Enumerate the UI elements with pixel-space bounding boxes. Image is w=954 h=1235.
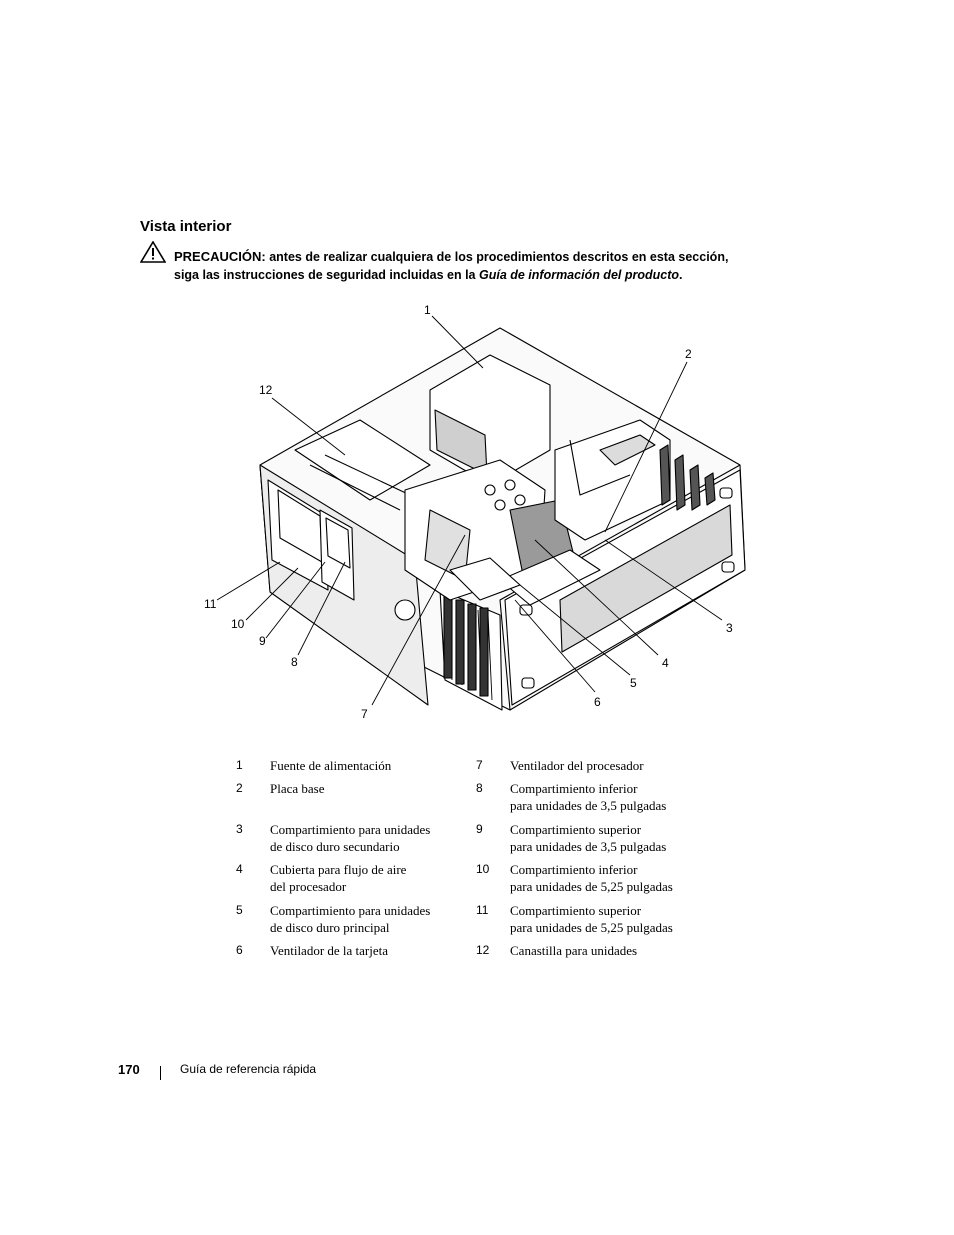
- legend-number: 1: [236, 758, 243, 772]
- callout-9: 9: [259, 634, 266, 648]
- callout-6: 6: [594, 695, 601, 709]
- callout-1: 1: [424, 303, 431, 317]
- callout-12: 12: [259, 383, 273, 397]
- caution-text: PRECAUCIÓN: antes de realizar cualquiera…: [174, 248, 754, 284]
- legend-label: Fuente de alimentación: [270, 758, 392, 773]
- page-number: 170: [118, 1062, 140, 1077]
- legend-number: 4: [236, 862, 243, 876]
- legend-number: 6: [236, 943, 243, 957]
- computer-interior-illustration: [216, 315, 746, 711]
- callout-10: 10: [231, 617, 245, 631]
- footer-separator: [160, 1066, 161, 1080]
- legend-number: 3: [236, 822, 243, 836]
- legend-label: Canastilla para unidades: [510, 943, 638, 958]
- legend-label: Compartimiento para unidades de disco du…: [270, 822, 431, 854]
- legend-label: Compartimiento superior para unidades de…: [510, 903, 673, 935]
- legend-number: 9: [476, 822, 483, 836]
- callout-7: 7: [361, 707, 368, 721]
- legend-number: 5: [236, 903, 243, 917]
- warning-triangle-icon: [140, 241, 166, 263]
- legend-label: Ventilador de la tarjeta: [270, 943, 389, 958]
- callout-11: 11: [204, 597, 217, 611]
- callout-8: 8: [291, 655, 298, 669]
- caution-line2: siga las instrucciones de seguridad incl…: [174, 268, 476, 282]
- caution-label: PRECAUCIÓN:: [174, 249, 266, 264]
- legend-number: 2: [236, 781, 243, 795]
- legend-label: Ventilador del procesador: [510, 758, 644, 773]
- callout-5: 5: [630, 676, 637, 690]
- caution-reference: Guía de información del producto: [478, 268, 679, 282]
- legend-label: Cubierta para flujo de aire del procesad…: [270, 862, 407, 894]
- legend-label: Compartimiento inferior para unidades de…: [510, 781, 667, 813]
- callout-3: 3: [726, 621, 733, 635]
- legend-number: 10: [476, 862, 490, 876]
- footer-doc-title: Guía de referencia rápida: [180, 1062, 317, 1076]
- legend-label: Placa base: [270, 781, 325, 796]
- caution-line1: antes de realizar cualquiera de los proc…: [269, 250, 729, 264]
- legend-label: Compartimiento superior para unidades de…: [510, 822, 667, 854]
- legend-number: 11: [476, 903, 489, 917]
- callout-2: 2: [685, 347, 692, 361]
- section-title: Vista interior: [140, 218, 232, 235]
- page-footer: 170 Guía de referencia rápida: [118, 1062, 316, 1080]
- legend-number: 7: [476, 758, 483, 772]
- caution-end: .: [679, 268, 683, 282]
- callout-4: 4: [662, 656, 669, 670]
- legend-number: 8: [476, 781, 483, 795]
- legend-number: 12: [476, 943, 490, 957]
- legend-label: Compartimiento inferior para unidades de…: [510, 862, 673, 894]
- legend-label: Compartimiento para unidades de disco du…: [270, 903, 431, 935]
